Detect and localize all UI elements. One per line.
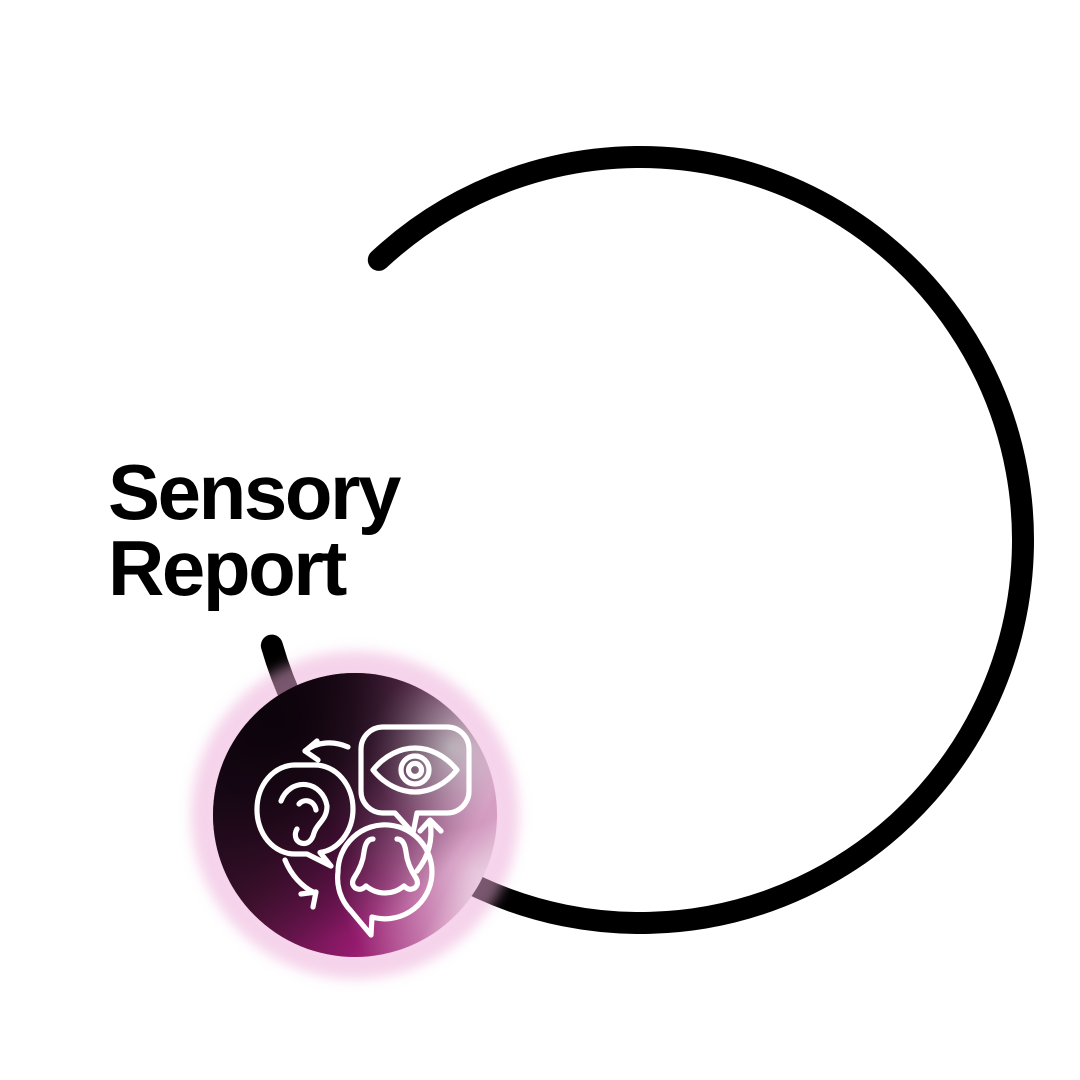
ear-inner-icon	[296, 798, 319, 813]
sensory-gradient-badge	[191, 651, 519, 979]
arrow-ear-to-nose-head	[298, 889, 319, 910]
arrow-ear-to-nose-shaft	[282, 857, 318, 896]
arrow-eye-to-ear-head	[302, 738, 321, 763]
nose-right-contour-icon	[394, 836, 420, 892]
nose-left-contour-icon	[350, 836, 376, 892]
eye-pupil-icon	[405, 760, 425, 780]
eye-speech-bubble	[358, 724, 472, 836]
eye-bubble-outline	[358, 724, 472, 836]
ear-bubble-outline	[254, 762, 356, 869]
ear-speech-bubble	[254, 762, 356, 869]
ear-outer-icon	[278, 781, 330, 847]
nose-base-icon	[363, 883, 407, 896]
badge-icon-group	[254, 724, 472, 938]
title-line-1: Sensory	[108, 448, 401, 536]
arrow-ear-to-nose	[282, 857, 319, 910]
eye-iris-icon	[398, 753, 432, 787]
nose-speech-bubble	[335, 822, 435, 938]
page-title: Sensory Report	[108, 448, 668, 612]
title-line-2: Report	[108, 523, 347, 612]
arrow-eye-to-ear	[302, 738, 351, 763]
